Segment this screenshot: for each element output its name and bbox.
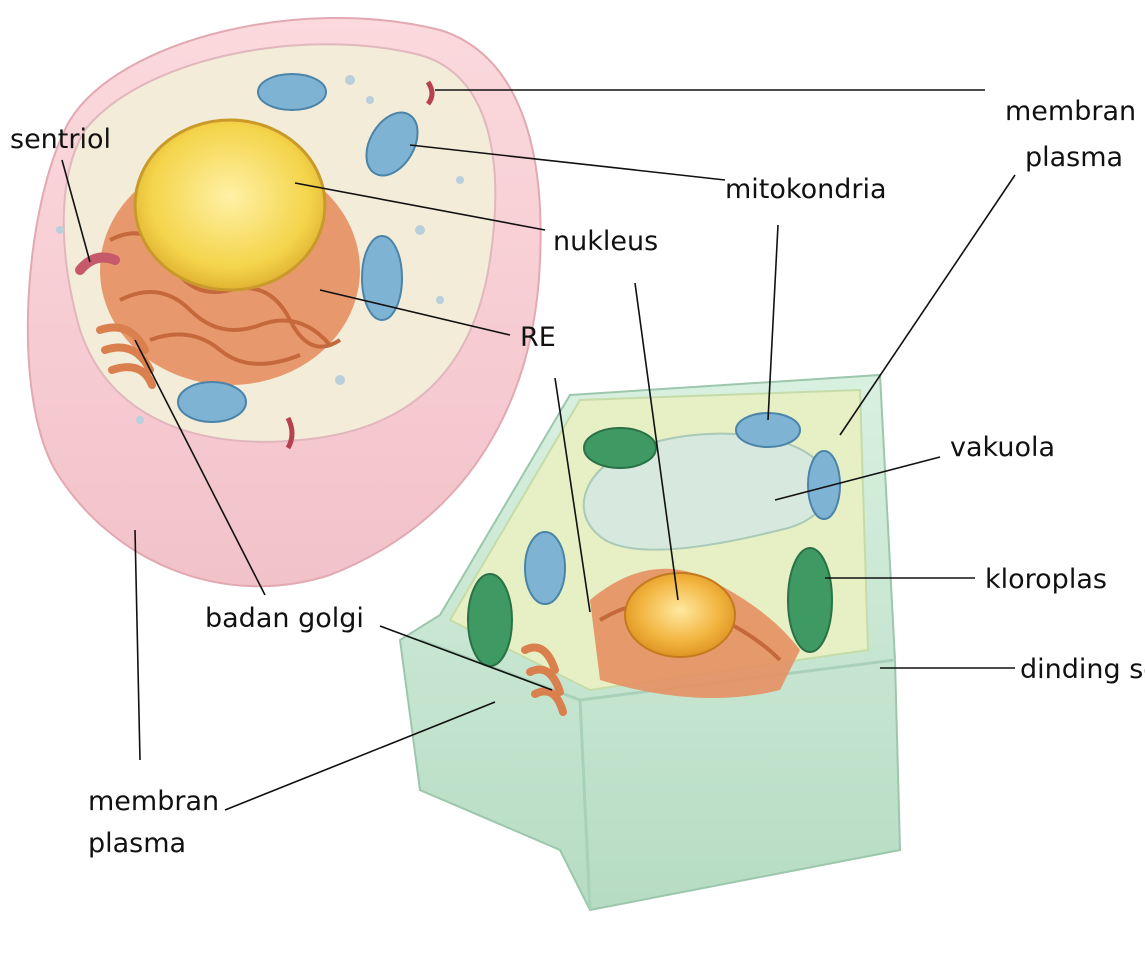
label-sentriol: sentriol <box>10 124 111 155</box>
animal-cell <box>28 18 541 586</box>
label-nukleus: nukleus <box>553 226 658 257</box>
animal-nucleus <box>135 120 325 290</box>
label-kloroplas: kloroplas <box>985 564 1107 595</box>
label-membran-plasma-top-2: plasma <box>1025 142 1123 173</box>
label-membran-plasma-bottom-2: plasma <box>88 828 186 859</box>
label-mitokondria: mitokondria <box>725 174 887 205</box>
label-membran-plasma-top-1: membran <box>1005 96 1136 127</box>
plant-nucleus <box>625 573 735 657</box>
label-membran-plasma-bottom-1: membran <box>88 786 219 817</box>
label-re: RE <box>520 322 556 353</box>
label-dinding-sel: dinding sel <box>1020 654 1145 685</box>
label-badan-golgi: badan golgi <box>205 603 364 634</box>
label-vakuola: vakuola <box>950 432 1055 463</box>
